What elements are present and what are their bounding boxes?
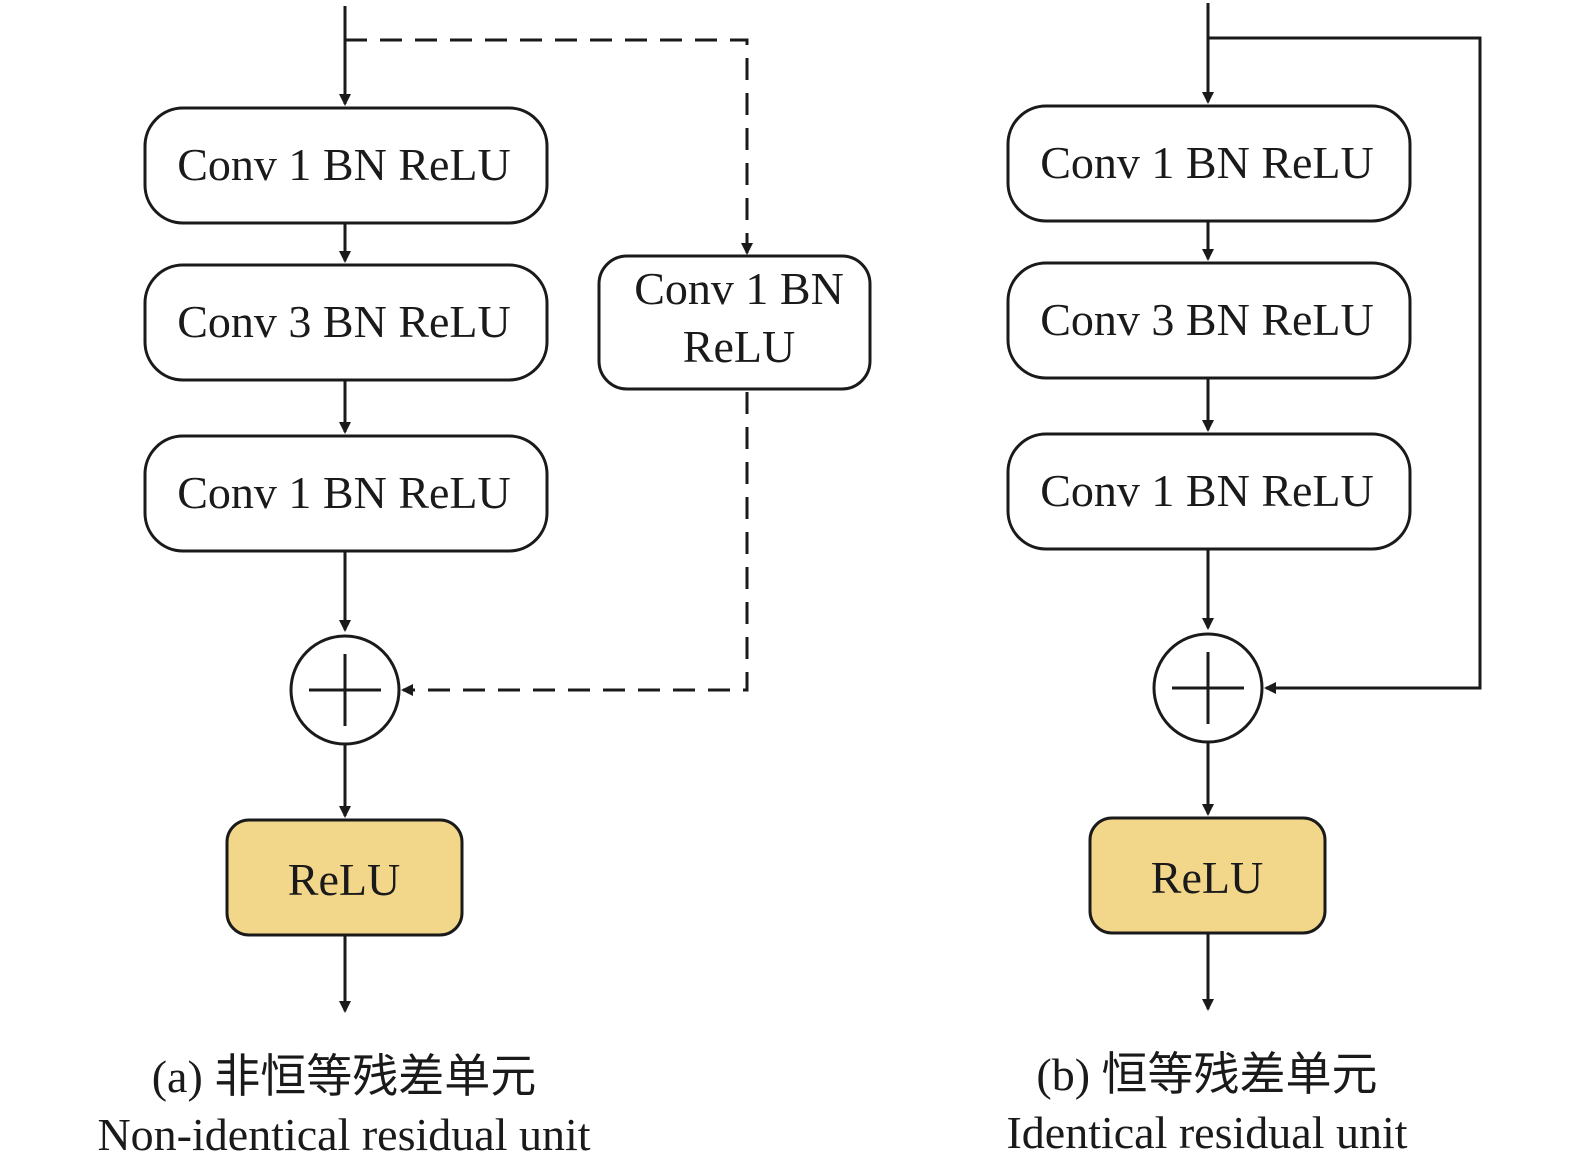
shortcut-label-line2: ReLU xyxy=(683,321,795,372)
diagram-a: Conv 1 BN ReLU Conv 3 BN ReLU Conv 1 BN … xyxy=(97,6,872,1160)
plus-circle-icon xyxy=(289,634,401,746)
conv1-label-b-top: Conv 1 BN ReLU xyxy=(1040,137,1374,188)
shortcut-identity xyxy=(1208,36,1482,694)
diagram-b: Conv 1 BN ReLU Conv 3 BN ReLU Conv 1 BN … xyxy=(1006,3,1482,1158)
shortcut-dashed-bottom xyxy=(401,392,749,696)
conv3-label-b: Conv 3 BN ReLU xyxy=(1040,294,1374,345)
conv1-label-a-top: Conv 1 BN ReLU xyxy=(177,139,511,190)
relu-label-b: ReLU xyxy=(1151,852,1263,903)
conv1-label-b-bottom: Conv 1 BN ReLU xyxy=(1040,465,1374,516)
shortcut-dashed-top xyxy=(345,38,753,255)
caption-a-cn: (a) 非恒等残差单元 xyxy=(152,1051,537,1102)
shortcut-label-line1: Conv 1 BN xyxy=(634,263,844,314)
conv1-label-a-bottom: Conv 1 BN ReLU xyxy=(177,467,511,518)
conv3-label-a: Conv 3 BN ReLU xyxy=(177,296,511,347)
shortcut-conv-block xyxy=(597,254,872,391)
caption-b-en: Identical residual unit xyxy=(1006,1107,1407,1158)
relu-label-a: ReLU xyxy=(288,854,400,905)
caption-a-en: Non-identical residual unit xyxy=(97,1109,590,1160)
plus-circle-icon xyxy=(1152,632,1264,744)
caption-b-cn: (b) 恒等残差单元 xyxy=(1036,1049,1377,1100)
